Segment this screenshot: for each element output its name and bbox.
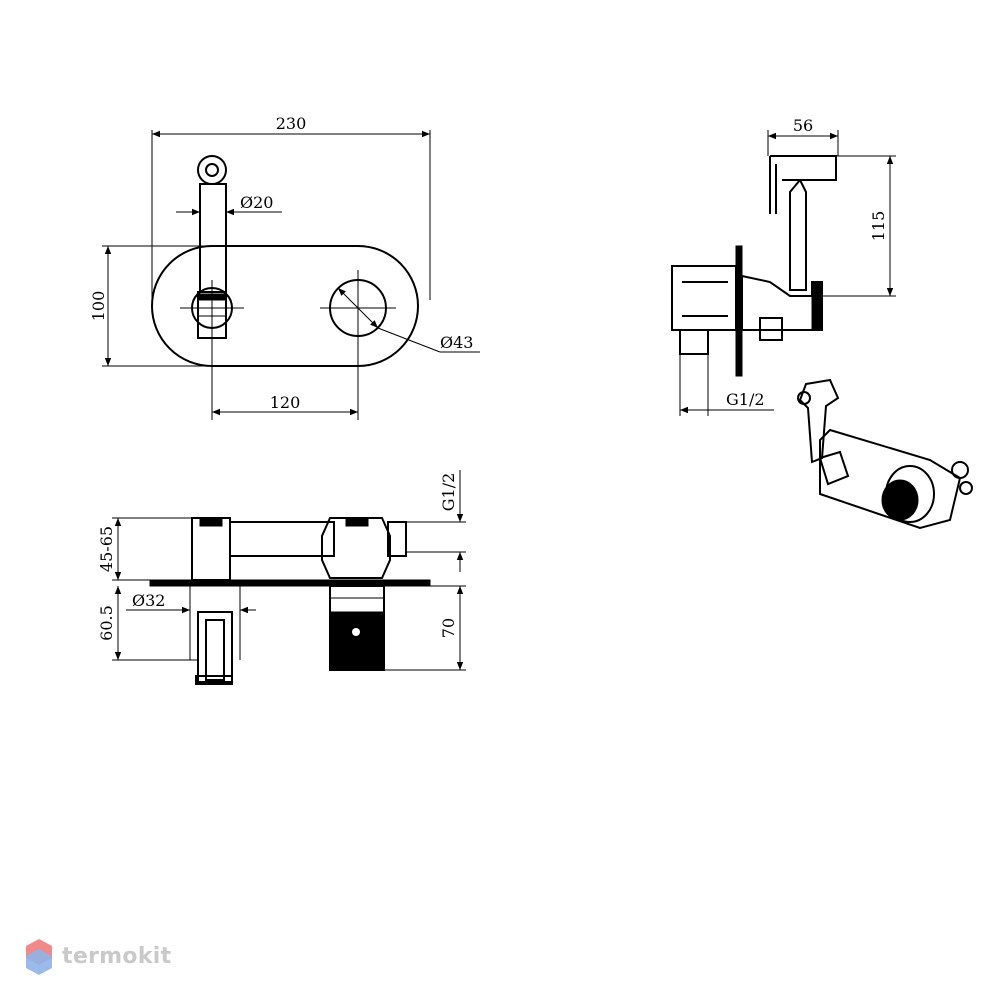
iso-knob	[881, 479, 919, 521]
holder-sleeve	[197, 611, 233, 683]
iso-body	[819, 428, 962, 530]
hose-outlet	[759, 317, 783, 341]
isometric-view	[797, 378, 973, 530]
top-view: G1/2 70 45-65 60.5 Ø32	[97, 470, 466, 685]
front-view: 230 100 120 Ø20 Ø43	[89, 114, 480, 420]
dim-depth-range: 45-65	[97, 526, 116, 572]
side-view: 56 115 G1/2	[671, 116, 896, 416]
dim-depth-box: 70	[439, 618, 458, 638]
inlet-nipple	[679, 329, 709, 355]
dim-diameter-spout: Ø20	[240, 193, 273, 212]
dim-thread-side: G1/2	[726, 390, 765, 409]
mixer-body-top	[321, 517, 391, 579]
holder-top	[191, 517, 231, 581]
dim-diameter-knob: Ø43	[440, 333, 473, 352]
spout-head-inner	[205, 163, 219, 177]
dim-depth-body: 60.5	[97, 605, 116, 641]
connecting-pipe	[229, 521, 335, 557]
valve-body	[671, 265, 737, 331]
connector-cap	[811, 281, 823, 331]
dim-width-total: 230	[276, 114, 307, 133]
watermark-text: termokit	[62, 943, 172, 969]
dim-diameter-sleeve: Ø32	[132, 591, 165, 610]
wall-plate-edge	[149, 579, 431, 587]
dim-side-width: 56	[793, 116, 813, 135]
dim-pitch: 120	[270, 393, 301, 412]
dim-side-height: 115	[869, 211, 888, 242]
hand-shower	[770, 155, 837, 291]
outlet-thread	[387, 521, 407, 557]
dim-height-plate: 100	[89, 291, 108, 322]
watermark: termokit	[24, 934, 171, 978]
spout-head-outer	[197, 155, 227, 185]
dim-thread-front: G1/2	[439, 473, 458, 512]
spout-pipe	[199, 183, 227, 293]
termokit-logo-icon	[26, 939, 52, 975]
